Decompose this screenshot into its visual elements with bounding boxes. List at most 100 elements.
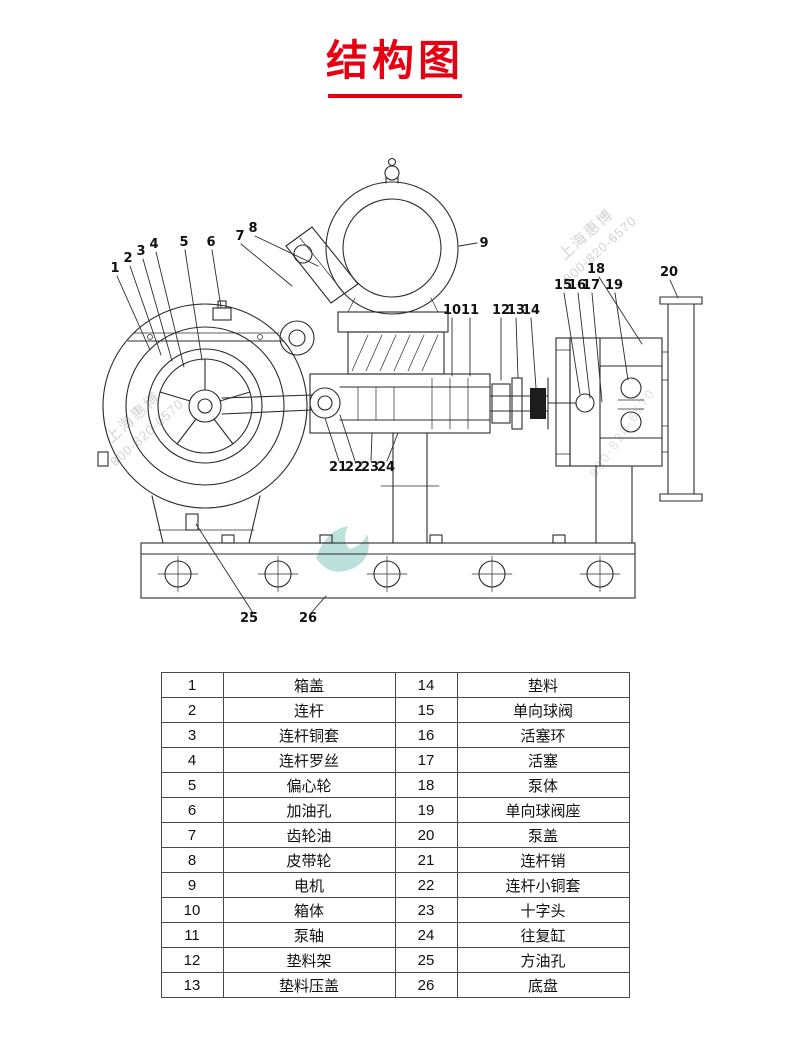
callout-label: 14 [522,303,540,318]
crankcase [97,300,315,509]
part-name: 泵盖 [456,822,630,849]
callout-label: 22 [345,460,363,475]
part-number: 2 [160,697,224,724]
part-number: 11 [160,922,224,949]
leader-lines [116,235,679,614]
callout-label: 6 [206,235,215,250]
callout-label: 19 [605,278,623,293]
callout-label: 1 [110,261,119,276]
callout-labels: 1 2 3 4 5 6 7 8 9 10 11 12 13 14 15 16 1… [110,221,678,626]
part-name: 连杆销 [456,847,630,874]
part-number: 4 [160,747,224,774]
page-title: 结构图 [325,37,464,84]
part-name: 往复缸 [456,922,630,949]
part-name: 垫料压盖 [222,972,396,999]
part-number: 18 [394,772,458,799]
part-name: 单向球阀座 [456,797,630,824]
part-name: 皮带轮 [222,847,396,874]
callout-label: 15 [554,278,572,293]
callout-label: 26 [299,611,317,626]
gear-housing [347,331,445,375]
pump-drawing: 1 2 3 4 5 6 7 8 9 10 11 12 13 14 15 16 1… [97,158,703,626]
part-name: 泵体 [456,772,630,799]
brand-logo-watermark [316,526,369,573]
part-name: 加油孔 [222,797,396,824]
callout-label: 24 [377,460,395,475]
part-number: 5 [160,772,224,799]
part-number: 26 [394,972,458,999]
part-name: 泵轴 [222,922,396,949]
callout-label: 25 [240,611,258,626]
part-name: 连杆小铜套 [456,872,630,899]
callout-label: 5 [179,235,188,250]
callout-label: 20 [660,265,678,280]
callout-label: 17 [582,278,600,293]
part-number: 8 [160,847,224,874]
support-legs [151,432,633,544]
part-name: 底盘 [456,972,630,999]
callout-label: 2 [123,251,132,266]
part-name: 活塞环 [456,722,630,749]
part-number: 9 [160,872,224,899]
base-plate [140,534,636,599]
part-name: 垫料 [456,672,630,699]
callout-label: 8 [248,221,257,236]
part-name: 连杆铜套 [222,722,396,749]
part-number: 24 [394,922,458,949]
part-name: 活塞 [456,747,630,774]
part-number: 16 [394,722,458,749]
structure-diagram: 上海惠博 800-820-6570 上海惠博 800-820-6570 800-… [0,126,790,646]
part-number: 10 [160,897,224,924]
part-number: 25 [394,947,458,974]
callout-label: 7 [235,229,244,244]
part-number: 1 [160,672,224,699]
part-number: 15 [394,697,458,724]
part-name: 单向球阀 [456,697,630,724]
part-name: 箱体 [222,897,396,924]
part-name: 偏心轮 [222,772,396,799]
part-name: 连杆 [222,697,396,724]
cylinder-assembly [221,373,491,434]
part-number: 7 [160,822,224,849]
header: 结构图 [0,0,790,99]
part-name: 齿轮油 [222,822,396,849]
packing-assembly [489,377,549,430]
part-name: 十字头 [456,897,630,924]
callout-label: 10 [443,303,461,318]
motor [325,158,459,333]
callout-label: 18 [587,262,605,277]
callout-label: 16 [568,278,586,293]
part-number: 13 [160,972,224,999]
part-number: 21 [394,847,458,874]
belt-guard [285,226,359,305]
callout-label: 21 [329,460,347,475]
callout-label: 3 [136,244,145,259]
part-number: 19 [394,797,458,824]
part-number: 17 [394,747,458,774]
part-name: 连杆罗丝 [222,747,396,774]
callout-label: 9 [479,236,488,251]
title-underline [328,94,462,99]
callout-label: 13 [507,303,525,318]
part-number: 22 [394,872,458,899]
part-number: 20 [394,822,458,849]
part-number: 14 [394,672,458,699]
part-name: 箱盖 [222,672,396,699]
callout-label: 4 [149,237,158,252]
part-number: 3 [160,722,224,749]
